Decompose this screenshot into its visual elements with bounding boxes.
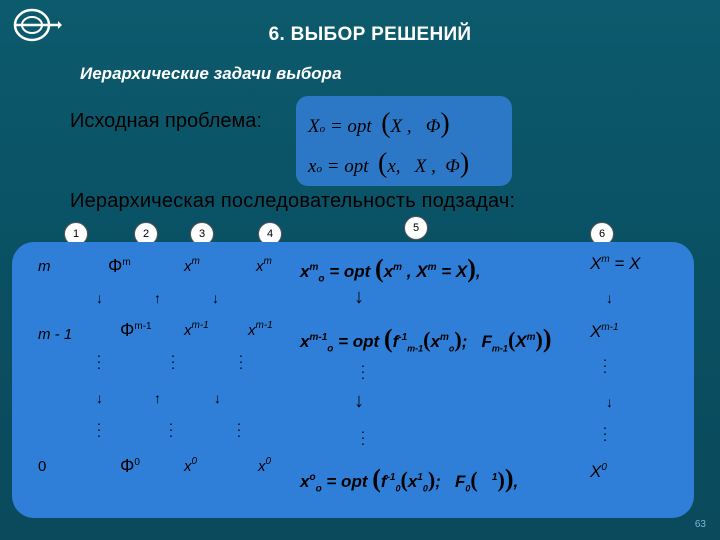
hierarchy-label: Иерархическая последовательность подзада… — [70, 190, 516, 212]
equation-m-1: xm-1o = opt (f-1m-1(xmo); Fm-1(Xm)) — [300, 324, 552, 355]
phi-m: Φm — [108, 256, 131, 276]
vdots: ··· — [236, 415, 242, 443]
x-m-1: xm-1 — [184, 320, 209, 339]
vdots: ··· — [168, 415, 174, 443]
column-number-5: 5 — [404, 216, 428, 240]
vdots: ··· — [360, 357, 366, 385]
level-m-1: m - 1 — [38, 326, 73, 343]
x-0: x0 — [184, 456, 198, 475]
arrow-down-icon: ↓ — [354, 286, 364, 308]
level-m: m — [38, 258, 51, 275]
page-number: 63 — [694, 519, 706, 530]
vdots: ··· — [238, 347, 244, 375]
arrow-down-icon: ↓ — [96, 290, 103, 306]
phi-m-1: Φm-1 — [120, 320, 152, 340]
arrow-up-icon: ↑ — [154, 390, 161, 406]
arrow-down-icon: ↓ — [96, 390, 103, 406]
vdots: ··· — [602, 419, 608, 447]
arrow-down-icon: ↓ — [212, 290, 219, 306]
x2-m: xm — [256, 256, 272, 275]
arrow-up-icon: ↑ — [154, 290, 161, 306]
arrow-down-icon: ↓ — [606, 394, 613, 410]
result-m-1: Xm-1 — [590, 322, 619, 341]
x2-0: x0 — [258, 456, 272, 475]
vdots: ··· — [96, 347, 102, 375]
level-0: 0 — [38, 458, 47, 475]
formula-1: Xo = opt (X , Φ) — [308, 108, 450, 139]
vdots: ··· — [96, 415, 102, 443]
x-m: xm — [184, 256, 200, 275]
vdots: ··· — [170, 347, 176, 375]
vdots: ··· — [602, 351, 608, 379]
logo — [8, 8, 62, 42]
result-m: Xm = X — [590, 254, 641, 273]
source-problem-label: Исходная проблема: — [70, 110, 262, 132]
hierarchy-table-panel — [12, 242, 694, 518]
phi-0: Φ0 — [120, 456, 140, 476]
page-title: 6. ВЫБОР РЕШЕНИЙ — [268, 24, 472, 45]
arrow-down-icon: ↓ — [354, 390, 364, 412]
equation-m: xmo = opt (xm , Xm = X), — [300, 254, 481, 285]
arrow-down-icon: ↓ — [606, 290, 613, 306]
section-subtitle: Иерархические задачи выбора — [80, 64, 342, 83]
source-formula-box: Xo = opt (X , Φ) xo = opt (x, X , Φ) — [296, 96, 512, 186]
arrow-down-icon: ↓ — [214, 390, 221, 406]
vdots: ··· — [360, 423, 366, 451]
x2-m-1: xm-1 — [248, 320, 273, 339]
result-0: X0 — [590, 462, 607, 481]
equation-0: xoo = opt (f-10(x10); F0( 1)), — [300, 464, 519, 495]
formula-2: xo = opt (x, X , Φ) — [308, 148, 470, 179]
